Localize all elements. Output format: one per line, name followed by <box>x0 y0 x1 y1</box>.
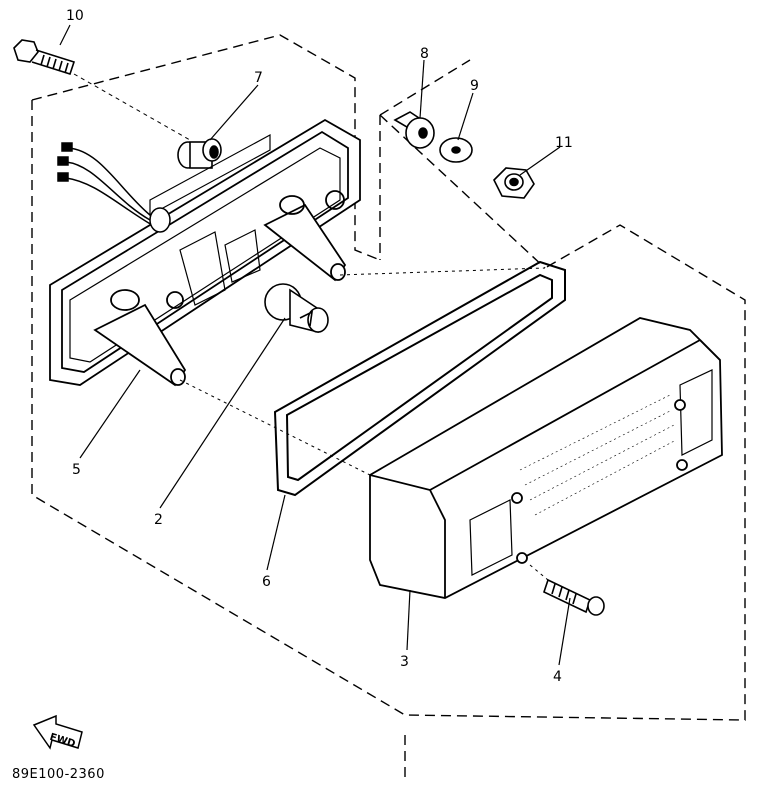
bolt-part <box>13 39 191 141</box>
drawing-code: 89E100-2360 <box>12 767 105 782</box>
part-label: 11 <box>555 135 573 151</box>
part-label: 4 <box>553 669 562 685</box>
part-label: 7 <box>254 70 263 86</box>
part-label: 8 <box>420 46 429 62</box>
washer-part <box>439 137 473 163</box>
part-label: 3 <box>400 654 409 670</box>
part-label: 5 <box>72 462 81 478</box>
leader-lines <box>59 24 571 666</box>
gasket-part <box>273 260 566 497</box>
part-label: 9 <box>470 78 479 94</box>
lamp-base-part <box>49 118 361 387</box>
screw-part <box>543 578 605 616</box>
alignment-lines <box>179 267 549 581</box>
wire-harness <box>57 142 171 233</box>
part-labels: 10 7 8 9 11 5 2 6 3 4 <box>66 8 573 685</box>
forward-arrow-icon: FWD <box>32 714 83 750</box>
part-label: 6 <box>262 574 271 590</box>
lens-part <box>369 317 723 599</box>
grommet-part <box>177 138 222 169</box>
nut-part <box>493 167 535 199</box>
part-label: 2 <box>154 512 163 528</box>
part-label: 10 <box>66 8 84 24</box>
collar-part <box>393 111 435 149</box>
bulb-part <box>264 283 329 334</box>
